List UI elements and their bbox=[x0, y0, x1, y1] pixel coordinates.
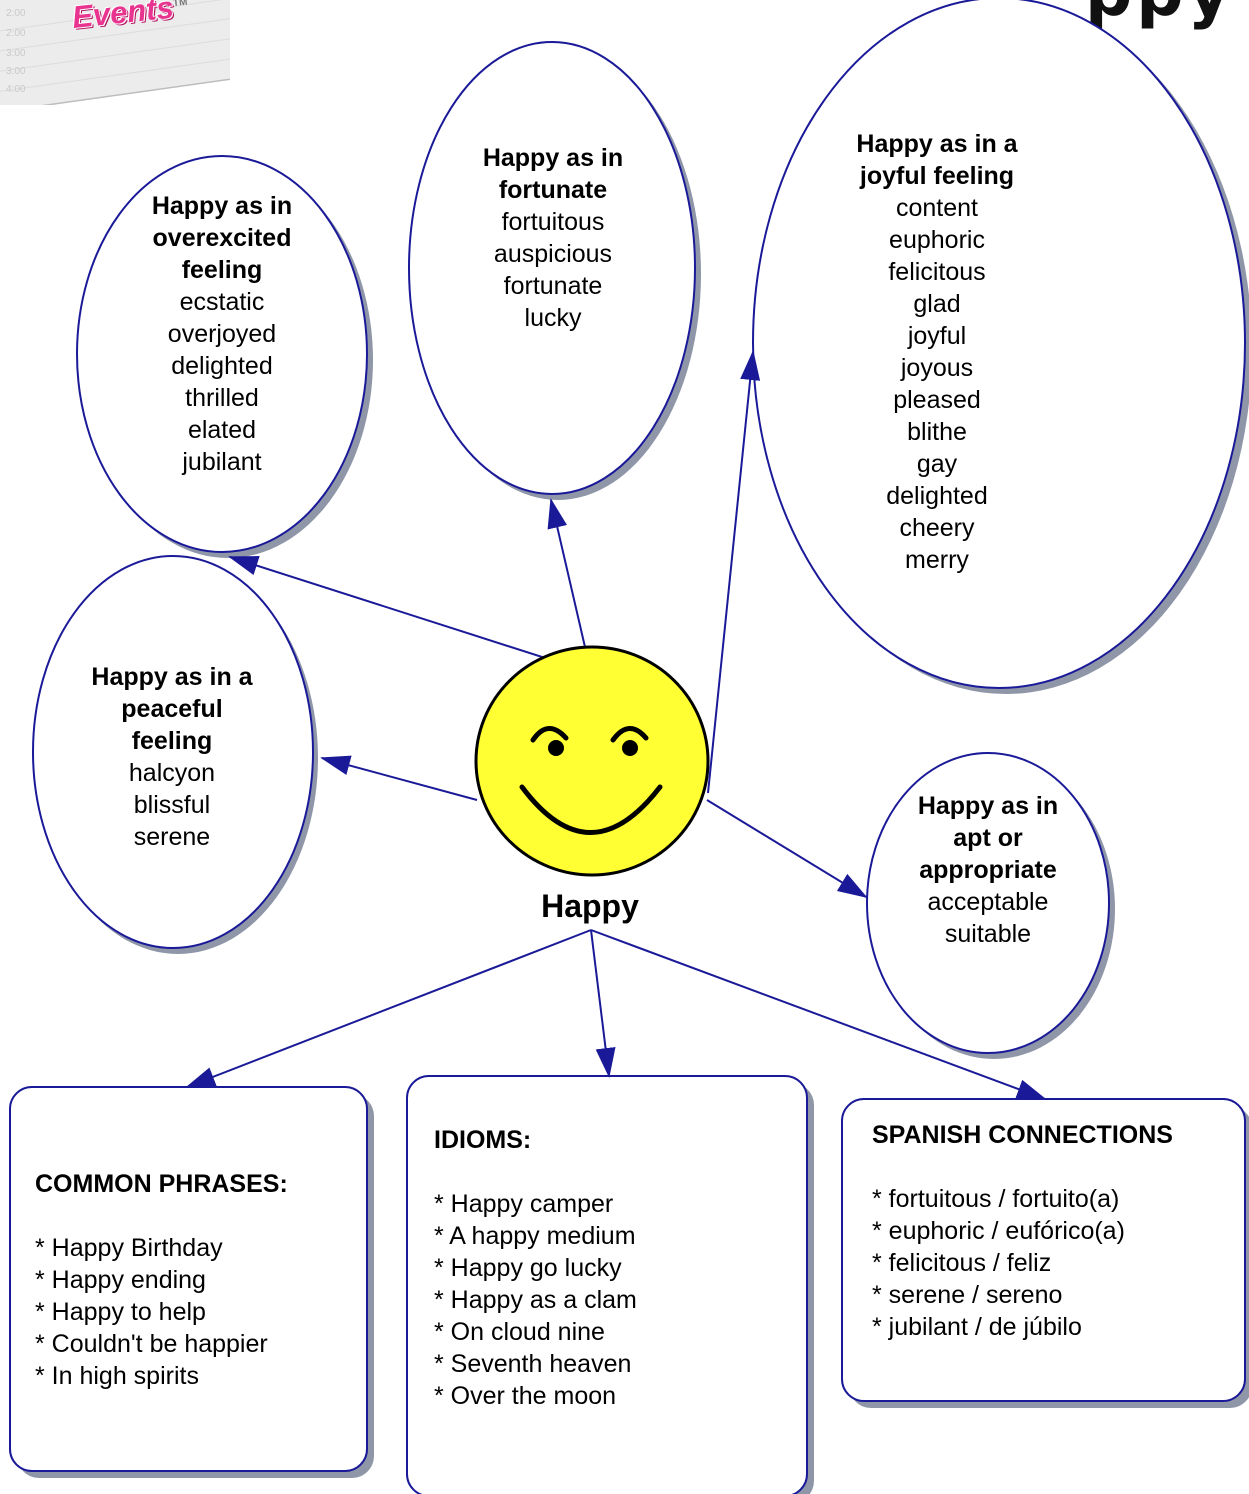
oval-peaceful bbox=[32, 555, 314, 949]
common-phrases-text: COMMON PHRASES: * Happy Birthday * Happy… bbox=[35, 1168, 365, 1392]
idiom-item: * Happy camper bbox=[434, 1190, 614, 1218]
idiom-item: * On cloud nine bbox=[434, 1318, 605, 1346]
events-logo: 2:00 2:00 3:00 3:00 4:00 EventsTM bbox=[0, 0, 230, 105]
spanish-item: * jubilant / de júbilo bbox=[872, 1313, 1082, 1341]
oval-heading-line: fortunate bbox=[498, 176, 608, 204]
phrase-item: * Happy ending bbox=[35, 1266, 206, 1294]
phrase-item: * Happy Birthday bbox=[35, 1234, 223, 1262]
spanish-item: * fortuitous / fortuito(a) bbox=[872, 1185, 1120, 1213]
arrow-to-overexcited bbox=[228, 556, 593, 674]
oval-heading-line: Happy as in bbox=[917, 792, 1059, 820]
arrow-to-idioms bbox=[590, 929, 616, 1078]
box-title: IDIOMS: bbox=[434, 1126, 532, 1154]
synonym-item: joyful bbox=[907, 322, 967, 350]
synonym-item: euphoric bbox=[889, 226, 985, 254]
synonym-item: ecstatic bbox=[179, 288, 265, 316]
oval-heading-line: Happy as in a bbox=[856, 130, 1018, 158]
logo-time: 3:00 bbox=[6, 48, 26, 59]
synonym-item: felicitous bbox=[888, 258, 986, 286]
synonym-item: thrilled bbox=[185, 384, 259, 412]
logo-time: 2:00 bbox=[6, 8, 26, 19]
spanish-connections-text: SPANISH CONNECTIONS * fortuitous / fortu… bbox=[872, 1119, 1242, 1343]
oval-overexcited-text: Happy as in overexcited feeling ecstatic… bbox=[112, 190, 332, 478]
synonym-item: glad bbox=[913, 290, 961, 318]
oval-heading-line: joyful feeling bbox=[859, 162, 1015, 190]
synonym-item: merry bbox=[905, 546, 969, 574]
idiom-item: * Seventh heaven bbox=[434, 1350, 632, 1378]
spanish-item: * euphoric / eufórico(a) bbox=[872, 1217, 1125, 1245]
oval-heading-line: overexcited bbox=[152, 224, 292, 252]
spanish-item: * serene / sereno bbox=[872, 1281, 1063, 1309]
synonym-item: joyous bbox=[900, 354, 974, 382]
oval-fortunate-text: Happy as in fortunate fortuitous auspici… bbox=[443, 142, 663, 334]
oval-joyful bbox=[752, 0, 1246, 689]
corner-title-fragment: ppy bbox=[1085, 0, 1235, 31]
synonym-item: elated bbox=[187, 416, 257, 444]
oval-heading-line: peaceful bbox=[121, 695, 223, 723]
oval-joyful-text: Happy as in a joyful feeling content eup… bbox=[817, 128, 1057, 576]
oval-heading-line: Happy as in bbox=[151, 192, 293, 220]
arrow-to-joyful bbox=[707, 350, 761, 794]
synonym-item: gay bbox=[916, 450, 958, 478]
oval-peaceful-text: Happy as in a peaceful feeling halcyon b… bbox=[62, 661, 282, 853]
arrow-to-spanish bbox=[590, 929, 1047, 1100]
calendar-card-icon bbox=[0, 0, 230, 105]
synonym-item: delighted bbox=[886, 482, 988, 510]
synonym-item: delighted bbox=[171, 352, 273, 380]
center-word-label: Happy bbox=[541, 888, 639, 924]
synonym-item: blissful bbox=[133, 791, 211, 819]
synonym-item: acceptable bbox=[927, 888, 1049, 916]
synonym-item: suitable bbox=[944, 920, 1032, 948]
arrow-to-fortunate bbox=[547, 498, 592, 674]
idiom-item: * Happy as a clam bbox=[434, 1286, 637, 1314]
phrase-item: * In high spirits bbox=[35, 1362, 199, 1390]
spanish-item: * felicitous / feliz bbox=[872, 1249, 1052, 1277]
oval-heading-line: Happy as in bbox=[482, 144, 624, 172]
logo-time: 3:00 bbox=[6, 66, 26, 77]
arrow-to-phrases bbox=[185, 929, 592, 1088]
oval-overexcited bbox=[76, 155, 368, 553]
synonym-item: content bbox=[895, 194, 978, 222]
idioms-text: IDIOMS: * Happy camper * A happy medium … bbox=[434, 1124, 804, 1412]
synonym-item: blithe bbox=[907, 418, 967, 446]
synonym-item: auspicious bbox=[493, 240, 613, 268]
phrase-item: * Happy to help bbox=[35, 1298, 206, 1326]
logo-time: 2:00 bbox=[6, 28, 26, 39]
synonym-item: halcyon bbox=[128, 759, 216, 787]
synonym-item: fortuitous bbox=[501, 208, 605, 236]
idiom-item: * Over the moon bbox=[434, 1382, 617, 1410]
idiom-item: * A happy medium bbox=[434, 1222, 636, 1250]
box-title: COMMON PHRASES: bbox=[35, 1170, 288, 1198]
arrow-to-apt bbox=[706, 799, 868, 899]
synonym-item: serene bbox=[133, 823, 211, 851]
idiom-item: * Happy go lucky bbox=[434, 1254, 622, 1282]
oval-apt-text: Happy as in apt or appropriate acceptabl… bbox=[888, 790, 1088, 950]
logo-time: 4:00 bbox=[6, 84, 26, 95]
oval-heading-line: Happy as in a bbox=[91, 663, 253, 691]
oval-heading-line: feeling bbox=[131, 727, 213, 755]
synonym-item: fortunate bbox=[503, 272, 603, 300]
oval-heading-line: appropriate bbox=[919, 856, 1057, 884]
synonym-item: pleased bbox=[893, 386, 981, 414]
arrow-to-peaceful bbox=[320, 755, 478, 801]
oval-apt bbox=[866, 752, 1110, 1054]
oval-heading-line: apt or bbox=[953, 824, 1023, 852]
synonym-item: jubilant bbox=[182, 448, 262, 476]
oval-fortunate bbox=[408, 41, 696, 495]
box-title: SPANISH CONNECTIONS bbox=[872, 1121, 1173, 1149]
synonym-item: lucky bbox=[524, 304, 582, 332]
synonym-item: cheery bbox=[899, 514, 975, 542]
phrase-item: * Couldn't be happier bbox=[35, 1330, 268, 1358]
synonym-item: overjoyed bbox=[167, 320, 277, 348]
oval-heading-line: feeling bbox=[181, 256, 263, 284]
smiley-face-icon bbox=[474, 645, 710, 877]
